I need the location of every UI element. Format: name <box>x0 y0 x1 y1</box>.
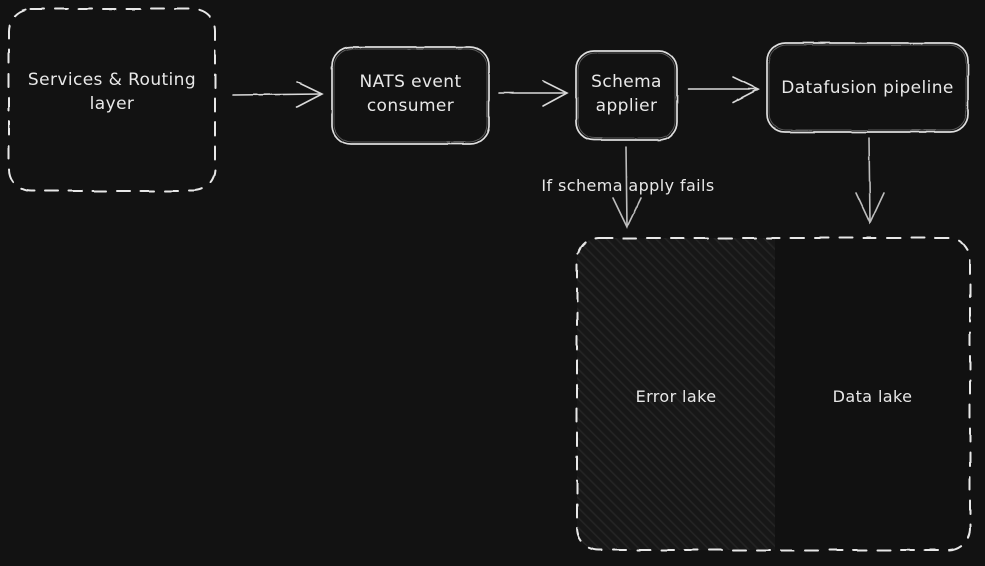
edge-nats-to-schema <box>498 80 569 107</box>
edge-services-to-nats <box>232 81 324 108</box>
node-nats-event-consumer-hit[interactable] <box>332 47 489 144</box>
node-services-routing-layer-hit[interactable] <box>9 9 215 191</box>
node-datafusion-pipeline[interactable] <box>766 42 969 133</box>
edge-schema-to-error-lake <box>612 146 642 229</box>
node-services-routing-layer[interactable] <box>8 8 216 192</box>
node-datafusion-pipeline-hit[interactable] <box>767 43 968 132</box>
node-schema-applier[interactable] <box>575 50 678 141</box>
node-nats-event-consumer[interactable] <box>331 46 490 145</box>
node-schema-applier-hit[interactable] <box>576 51 677 140</box>
container-lakes[interactable] <box>576 237 971 551</box>
error-lake-hatch-fill <box>577 238 970 550</box>
edge-schema-to-datafusion <box>687 76 760 103</box>
region-error-lake-hit[interactable] <box>577 238 775 550</box>
edge-datafusion-to-data-lake <box>855 137 885 225</box>
region-data-lake-hit[interactable] <box>775 238 970 550</box>
